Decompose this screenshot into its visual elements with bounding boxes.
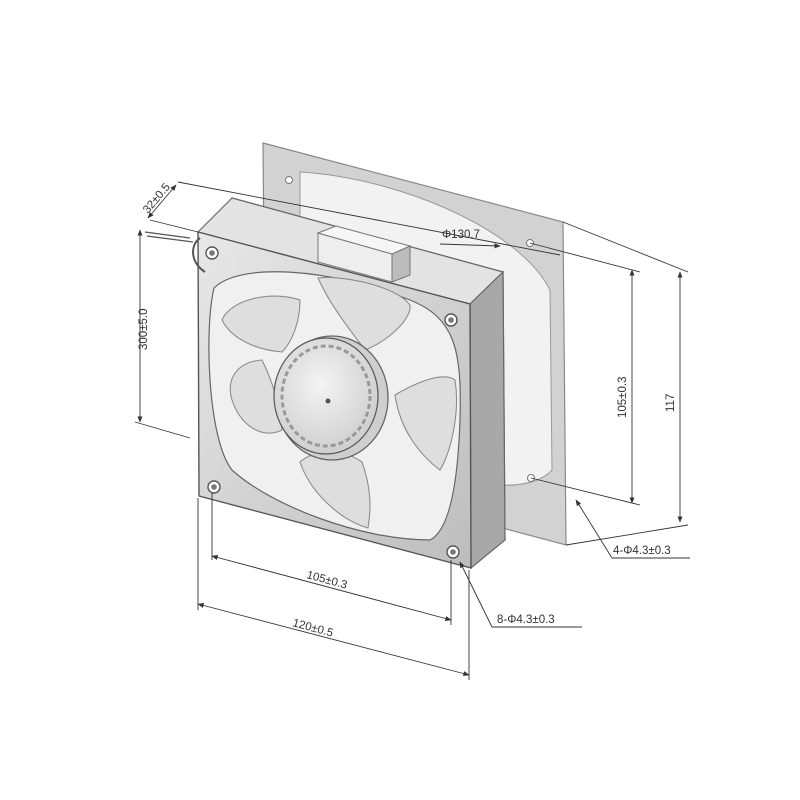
fan-hub bbox=[273, 335, 389, 461]
blade-1 bbox=[317, 276, 411, 351]
rear-hole-top-left bbox=[285, 176, 293, 184]
fan-blades bbox=[221, 276, 458, 529]
dim-rear-height: 117 bbox=[665, 394, 677, 412]
front-mounting-holes bbox=[205, 246, 460, 559]
dim-rear-holes: 4-Φ4.3±0.3 bbox=[613, 545, 671, 557]
dim-depth: 32±0.5 bbox=[141, 181, 173, 216]
lead-wire-cable bbox=[144, 231, 206, 273]
blade-2 bbox=[221, 295, 301, 353]
fan-side-faces bbox=[196, 197, 506, 570]
blade-5 bbox=[394, 376, 458, 471]
dim-front-hole-spacing: 105±0.3 bbox=[305, 569, 348, 591]
dim-front-holes: 8-Φ4.3±0.3 bbox=[497, 614, 555, 626]
dim-rear-hole-spacing: 105±0.3 bbox=[617, 377, 629, 419]
dim-cable-length: 300±5.0 bbox=[138, 309, 150, 351]
dimension-lines bbox=[134, 181, 690, 680]
dim-front-width: 120±0.5 bbox=[291, 617, 334, 639]
dim-gasket-diameter: Φ130.7 bbox=[442, 229, 480, 241]
